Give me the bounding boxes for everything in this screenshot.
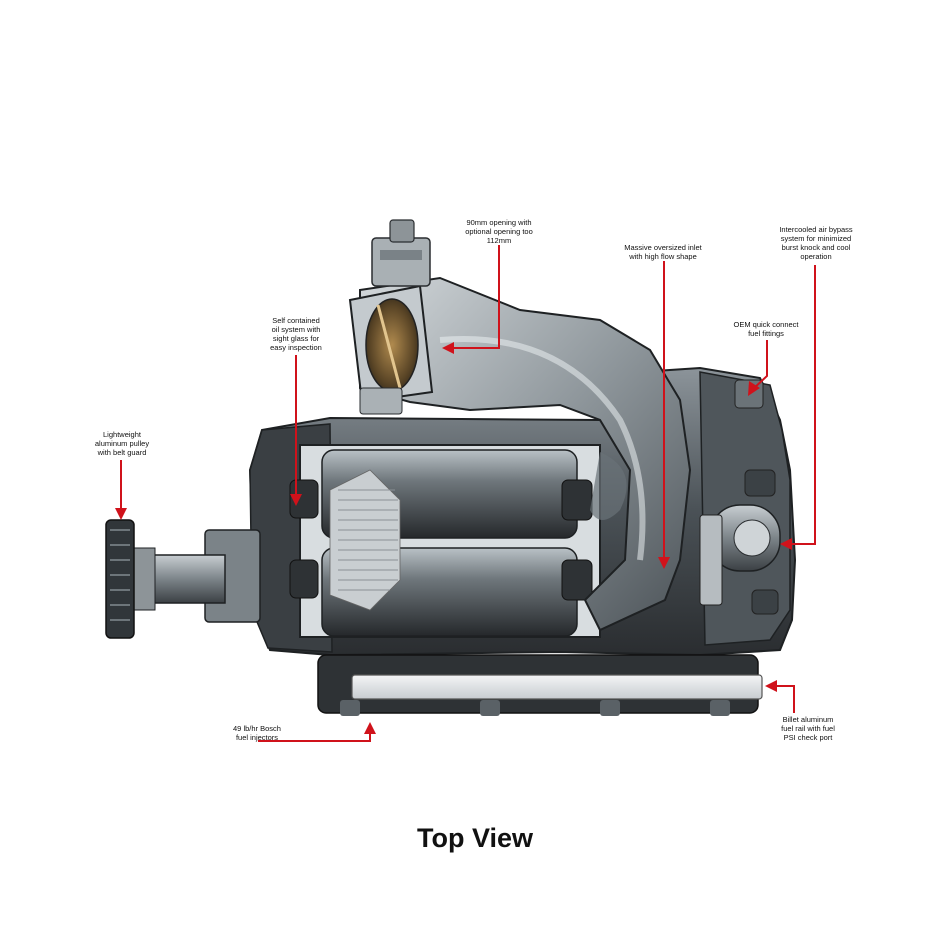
- arrow-throttle-opening: [452, 245, 500, 349]
- arrowheads: [115, 342, 792, 734]
- callout-pulley: Lightweight aluminum pulley with belt gu…: [94, 430, 150, 457]
- arrow-fuel-fittings: [752, 340, 768, 390]
- throttle-body: [348, 219, 434, 415]
- callout-injectors: 49 lb/hr Bosch fuel injectors: [233, 724, 281, 742]
- bypass-valve: [699, 504, 781, 606]
- rotor-chamber: [289, 444, 601, 638]
- arrow-injectors: [258, 732, 371, 742]
- callout-fuel-rail: Billet aluminum fuel rail with fuel PSI …: [781, 715, 835, 742]
- leader-arrows: [120, 245, 816, 742]
- callout-oil-system: Self contained oil system with sight gla…: [270, 316, 322, 352]
- inlet-elbow: [359, 276, 692, 632]
- arrow-bypass: [790, 265, 816, 545]
- fuel-rail: [351, 674, 763, 700]
- callout-bypass: Intercooled air bypass system for minimi…: [779, 225, 853, 261]
- intercooler-fins: [329, 469, 401, 611]
- callout-throttle-opening: 90mm opening with optional opening too 1…: [465, 218, 533, 245]
- callout-inlet: Massive oversized inlet with high flow s…: [624, 243, 702, 261]
- pulley-and-snout: [105, 519, 261, 639]
- arrow-fuel-rail: [775, 685, 795, 713]
- figure-caption: Top View: [416, 823, 533, 853]
- callout-fuel-fittings: OEM quick connect fuel fittings: [733, 320, 799, 338]
